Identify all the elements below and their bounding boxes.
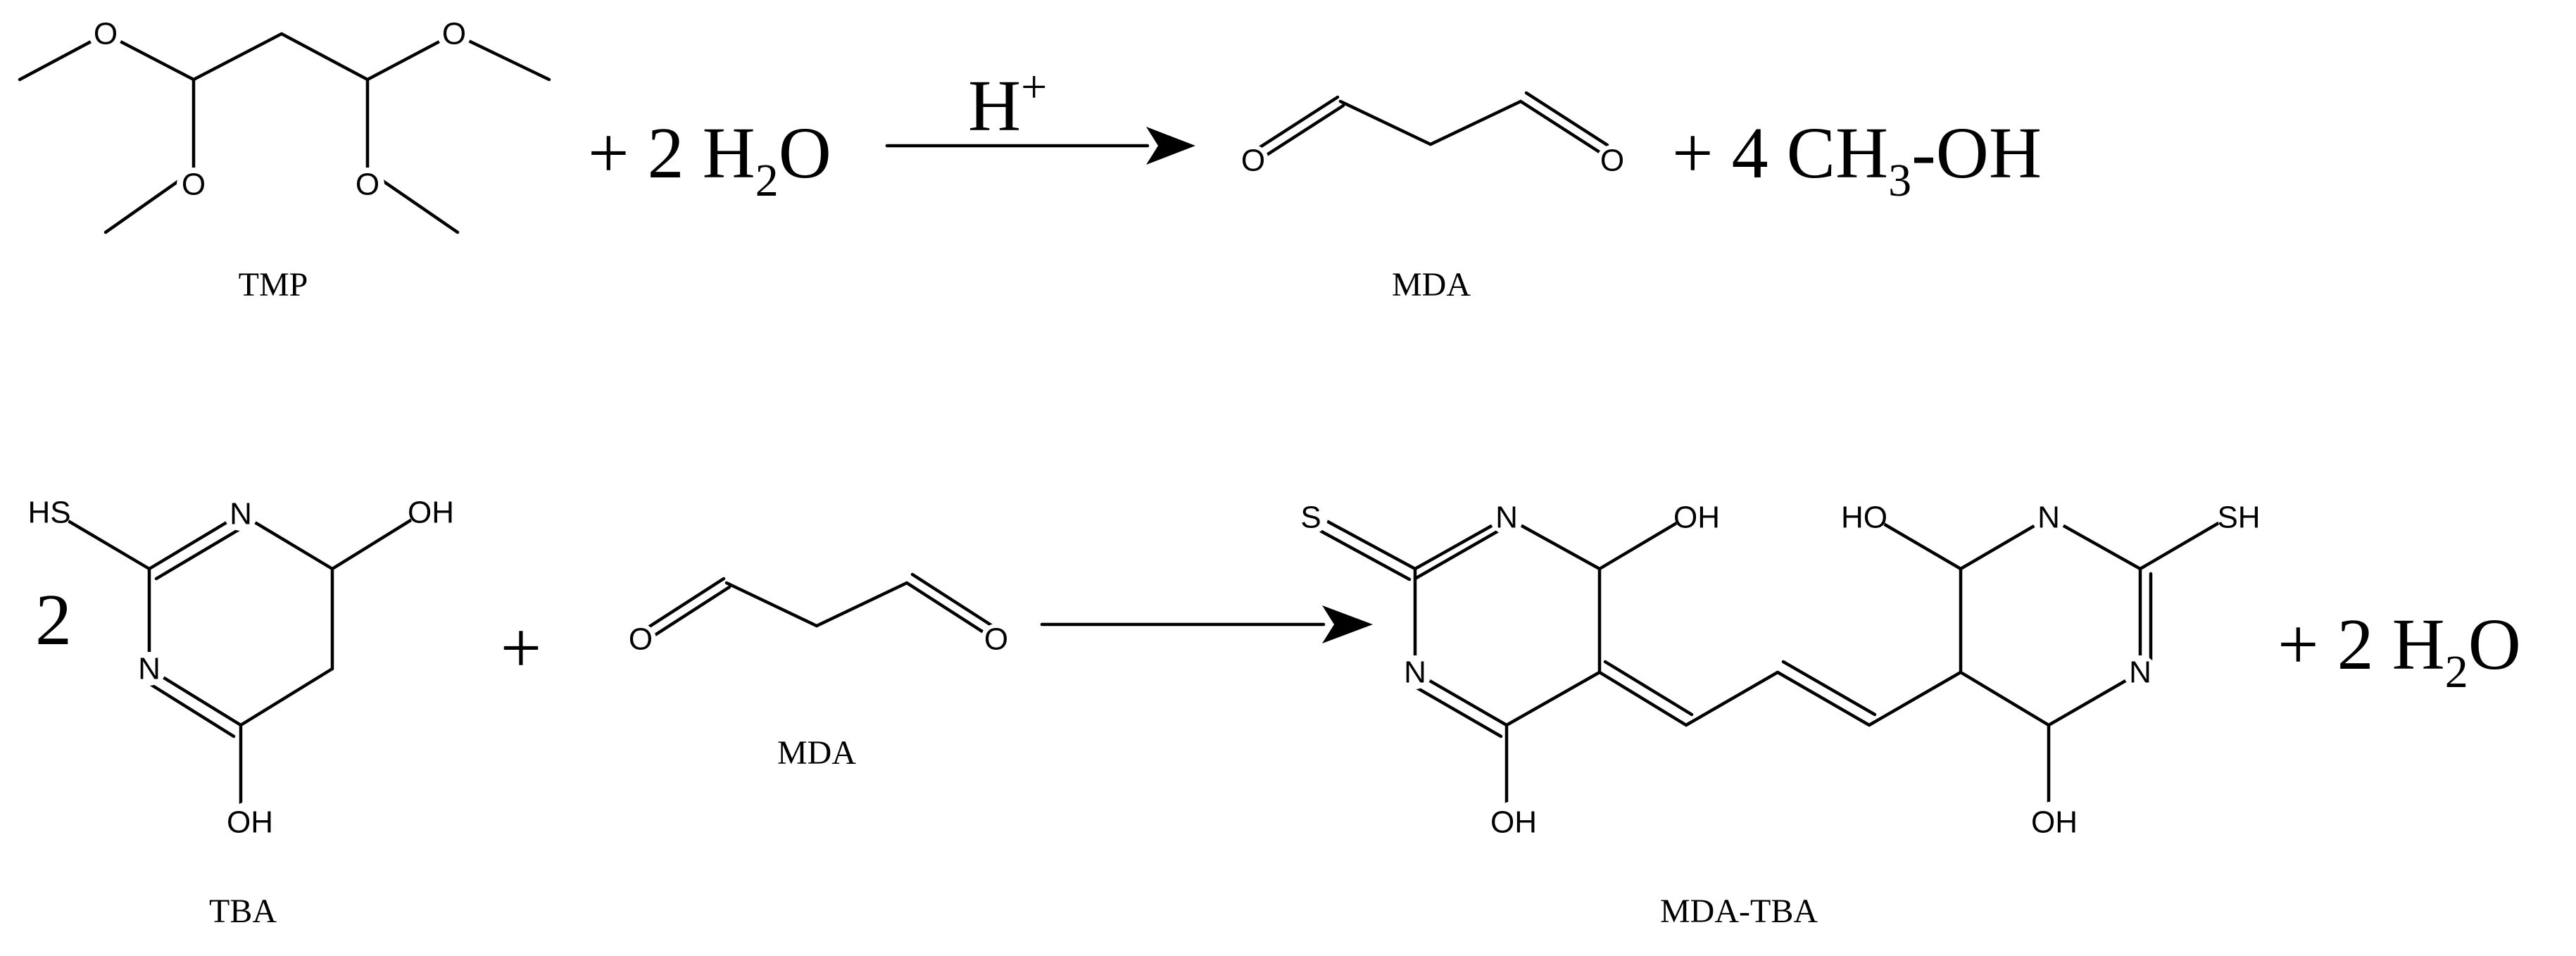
tmp-oxygen-3: O xyxy=(182,168,206,202)
water-reactant-1: + 2 H2O xyxy=(588,113,831,206)
product-nitrogen-1: N xyxy=(1495,501,1518,535)
mda-tba-label: MDA-TBA xyxy=(1660,893,1818,930)
plus-sign: + xyxy=(501,608,542,688)
product-thiol: SH xyxy=(2217,501,2260,535)
reaction-arrow-2 xyxy=(1040,605,1373,643)
product-nitrogen-2: N xyxy=(1404,655,1426,690)
tba-structure: HS N N OH OH xyxy=(27,491,454,843)
mda-oxygen-left: O xyxy=(1241,144,1265,178)
tba-hydroxyl-2: OH xyxy=(227,805,273,840)
mda-label-1: MDA xyxy=(1392,266,1471,303)
tmp-oxygen-2: O xyxy=(442,17,466,51)
product-hydroxyl-4: OH xyxy=(2031,805,2078,840)
product-nitrogen-3: N xyxy=(2037,501,2060,535)
product-hydroxyl-1: OH xyxy=(1673,501,1720,535)
tba-hydroxyl-1: OH xyxy=(408,496,454,530)
tmp-oxygen-1: O xyxy=(94,17,118,51)
tba-coefficient: 2 xyxy=(35,579,72,660)
product-hydroxyl-2: OH xyxy=(1490,805,1537,840)
water-product-2: + 2 H2O xyxy=(2277,604,2521,698)
tba-nitrogen-1: N xyxy=(230,497,252,532)
mda-label-2: MDA xyxy=(777,734,856,772)
mda2-oxygen-left: O xyxy=(629,622,653,657)
tmp-oxygen-4: O xyxy=(356,168,379,202)
product-nitrogen-4: N xyxy=(2129,655,2151,690)
mda-oxygen-right: O xyxy=(1600,144,1624,178)
tba-label: TBA xyxy=(209,893,277,930)
mda-tba-structure: S N N OH OH HO N SH N OH xyxy=(1294,496,2261,843)
acid-catalyst: H+ xyxy=(968,61,1047,146)
mda-structure-1: O O xyxy=(1238,91,1628,178)
mda2-oxygen-right: O xyxy=(984,622,1008,657)
product-sulfur: S xyxy=(1300,501,1321,535)
tba-thiol: HS xyxy=(27,496,70,530)
product-hydroxyl-3: HO xyxy=(1841,501,1887,535)
tba-nitrogen-2: N xyxy=(138,652,161,686)
tmp-label: TMP xyxy=(239,266,308,303)
methanol-product: + 4 CH3-OH xyxy=(1672,113,2042,206)
tmp-structure: O O O O xyxy=(18,17,551,234)
mda-structure-2: O O xyxy=(625,572,1012,657)
reaction-arrow-1 xyxy=(885,127,1195,165)
